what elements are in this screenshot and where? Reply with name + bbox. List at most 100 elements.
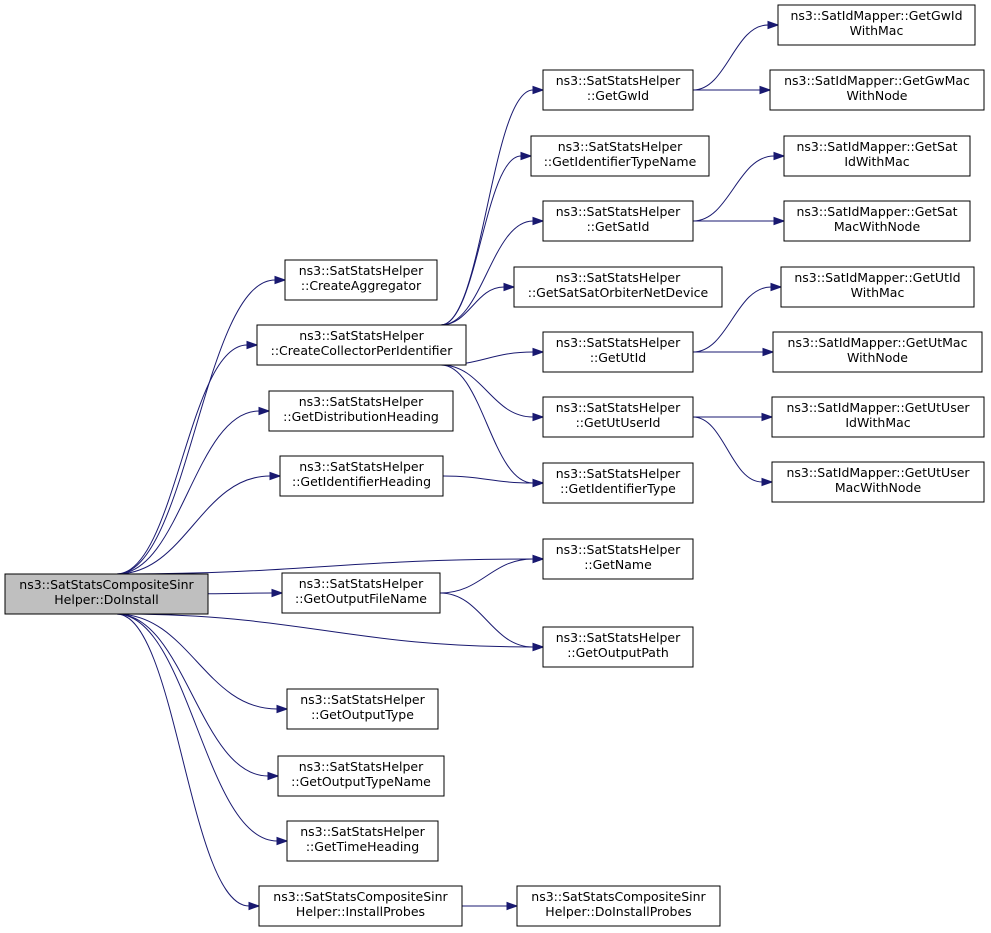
node-get-time-heading[interactable]: ns3::SatStatsHelper::GetTimeHeading xyxy=(286,820,439,862)
node-label-line: ns3::SatStatsHelper xyxy=(556,270,681,285)
node-get-name[interactable]: ns3::SatStatsHelper::GetName xyxy=(542,538,694,580)
node-label-line: ns3::SatIdMapper::GetUtUser xyxy=(786,465,970,480)
edge-line xyxy=(440,364,534,484)
edge-line xyxy=(116,613,269,777)
edge-line xyxy=(692,155,775,222)
edge-line xyxy=(207,592,273,595)
node-label-line: ::GetOutputType xyxy=(311,707,414,722)
edge-install-probes-to-do-install-probes xyxy=(462,901,519,911)
node-label-line: ns3::SatIdMapper::GetGwId xyxy=(790,8,962,23)
node-label-line: ns3::SatStatsHelper xyxy=(300,824,425,839)
node-box xyxy=(542,200,694,242)
node-box xyxy=(258,885,463,927)
edge-line xyxy=(440,364,534,418)
node-get-output-type-name[interactable]: ns3::SatStatsHelper::GetOutputTypeName xyxy=(277,755,445,797)
node-do-install-probes[interactable]: ns3::SatStatsCompositeSinrHelper::DoInst… xyxy=(516,885,721,927)
node-get-sat-orbiter[interactable]: ns3::SatStatsHelper::GetSatSatOrbiterNet… xyxy=(513,266,723,308)
node-label-line: ns3::SatIdMapper::GetUtMac xyxy=(788,335,968,350)
edge-root-to-get-dist-heading xyxy=(116,406,271,575)
node-box xyxy=(542,538,694,580)
edge-line xyxy=(116,344,248,575)
arrowhead-icon xyxy=(532,412,545,422)
node-label-line: ::GetIdentifierType xyxy=(560,481,676,496)
node-label-line: WithNode xyxy=(846,88,907,103)
node-root[interactable]: ns3::SatStatsCompositeSinrHelper::DoInst… xyxy=(4,573,209,615)
node-label-line: ns3::SatIdMapper::GetUtUser xyxy=(786,400,970,415)
node-box xyxy=(516,885,721,927)
node-label-line: Helper::DoInstall xyxy=(54,592,158,607)
node-box xyxy=(542,462,694,504)
node-box xyxy=(286,688,439,730)
edge-root-to-install-probes xyxy=(116,613,261,911)
node-label-line: ::GetUtId xyxy=(590,350,646,365)
node-label-line: ::CreateCollectorPerIdentifier xyxy=(271,343,454,358)
node-label-line: ::GetSatSatOrbiterNetDevice xyxy=(528,285,709,300)
edge-line xyxy=(116,613,534,648)
node-get-output-file-name[interactable]: ns3::SatStatsHelper::GetOutputFileName xyxy=(281,572,441,614)
node-box xyxy=(780,266,975,308)
node-box xyxy=(777,4,976,46)
edge-root-to-get-output-type-name xyxy=(116,613,280,781)
arrowhead-icon xyxy=(761,477,774,487)
edge-line xyxy=(116,613,278,710)
node-create-collector[interactable]: ns3::SatStatsHelper::CreateCollectorPerI… xyxy=(256,324,467,366)
node-get-output-path[interactable]: ns3::SatStatsHelper::GetOutputPath xyxy=(542,626,694,668)
node-label-line: ns3::SatStatsHelper xyxy=(556,204,681,219)
edges-layer xyxy=(116,20,786,911)
node-get-id-heading[interactable]: ns3::SatStatsHelper::GetIdentifierHeadin… xyxy=(279,455,444,497)
node-get-ut-id[interactable]: ns3::SatStatsHelper::GetUtId xyxy=(542,331,694,373)
arrowhead-icon xyxy=(762,347,775,357)
node-box xyxy=(256,324,467,366)
node-get-sat-id[interactable]: ns3::SatStatsHelper::GetSatId xyxy=(542,200,694,242)
edge-root-to-get-name xyxy=(116,554,545,575)
node-label-line: ns3::SatStatsCompositeSinr xyxy=(19,577,194,592)
node-get-ut-user-id[interactable]: ns3::SatStatsHelper::GetUtUserId xyxy=(542,396,694,438)
edge-get-sat-id-to-m-sat-id-with-mac xyxy=(692,151,786,222)
edge-line xyxy=(116,613,250,907)
node-box xyxy=(542,626,694,668)
node-box xyxy=(783,200,971,242)
edge-line xyxy=(442,475,534,484)
edge-root-to-create-collector xyxy=(116,340,259,575)
node-label-line: ns3::SatStatsHelper xyxy=(556,630,681,645)
node-label-line: ns3::SatIdMapper::GetSat xyxy=(796,139,957,154)
node-install-probes[interactable]: ns3::SatStatsCompositeSinrHelper::Instal… xyxy=(258,885,463,927)
node-label-line: MacWithNode xyxy=(835,480,922,495)
edge-line xyxy=(692,416,763,483)
arrowhead-icon xyxy=(532,216,545,226)
arrowhead-icon xyxy=(767,20,780,30)
edge-line xyxy=(116,613,278,842)
edge-get-gw-id-to-m-gw-mac-with-node xyxy=(693,85,772,95)
node-label-line: ::GetOutputFileName xyxy=(295,591,427,606)
node-label-line: WithNode xyxy=(847,350,908,365)
node-label-line: ::GetTimeHeading xyxy=(306,839,419,854)
node-get-gw-id[interactable]: ns3::SatStatsHelper::GetGwId xyxy=(542,69,694,111)
node-create-aggregator[interactable]: ns3::SatStatsHelper::CreateAggregator xyxy=(284,259,438,301)
edge-root-to-get-time-heading xyxy=(116,613,289,846)
node-get-id-type-name[interactable]: ns3::SatStatsHelper::GetIdentifierTypeNa… xyxy=(530,135,710,177)
node-label-line: ns3::SatStatsHelper xyxy=(299,328,424,343)
node-label-line: ns3::SatIdMapper::GetGwMac xyxy=(784,73,970,88)
edge-line xyxy=(440,155,522,326)
node-get-id-type[interactable]: ns3::SatStatsHelper::GetIdentifierType xyxy=(542,462,694,504)
edge-line xyxy=(440,286,505,326)
node-label-line: ns3::SatStatsHelper xyxy=(299,394,424,409)
edge-create-collector-to-get-sat-orbiter xyxy=(440,282,516,326)
edge-get-ut-id-to-m-ut-id-with-mac xyxy=(692,282,783,353)
node-label-line: ::GetOutputPath xyxy=(567,645,669,660)
arrowhead-icon xyxy=(532,554,545,564)
node-get-dist-heading[interactable]: ns3::SatStatsHelper::GetDistributionHead… xyxy=(268,390,454,432)
arrowhead-icon xyxy=(271,588,284,598)
node-get-output-type[interactable]: ns3::SatStatsHelper::GetOutputType xyxy=(286,688,439,730)
edge-line xyxy=(116,475,271,575)
arrowhead-icon xyxy=(770,282,783,292)
node-label-line: ns3::SatStatsCompositeSinr xyxy=(531,889,706,904)
